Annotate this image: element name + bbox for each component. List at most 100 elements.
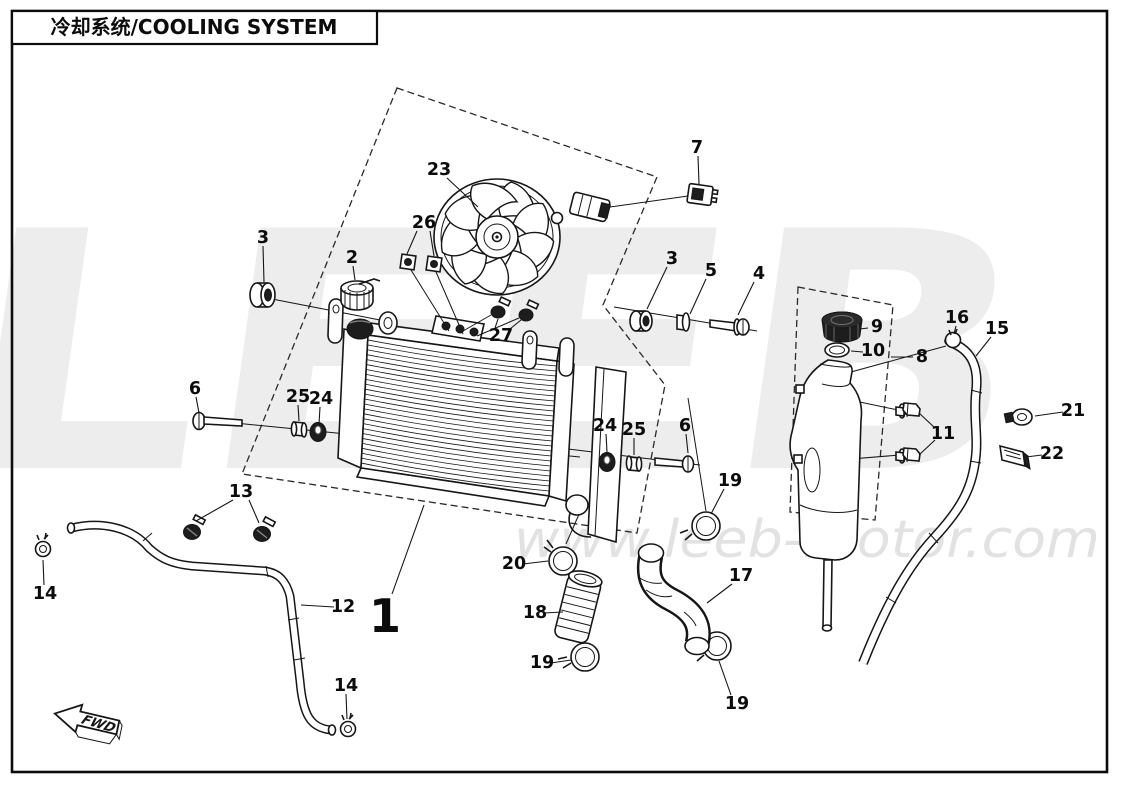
bolt-set-right — [598, 452, 695, 473]
callout-7: 7 — [691, 138, 703, 185]
svg-text:20: 20 — [502, 554, 526, 574]
callout-16: 16 — [945, 308, 969, 335]
callout-10: 10 — [850, 341, 885, 361]
hose-clamp-19a — [679, 511, 721, 541]
callout-25: 25 — [622, 420, 646, 455]
svg-text:11: 11 — [931, 424, 955, 444]
callout-25: 25 — [286, 387, 310, 422]
fwd-label: FWD — [78, 713, 118, 736]
plate-22 — [999, 444, 1031, 470]
svg-text:27: 27 — [489, 326, 513, 346]
outlet-hose — [636, 543, 711, 656]
svg-text:14: 14 — [334, 676, 358, 696]
callout-19: 19 — [530, 653, 572, 673]
grommet-left — [249, 282, 276, 308]
square-nuts — [399, 253, 464, 335]
callout-5: 5 — [689, 261, 717, 315]
callout-2: 2 — [346, 248, 358, 281]
svg-text:6: 6 — [189, 379, 201, 399]
tank-screws — [895, 402, 921, 464]
callout-11: 11 — [918, 412, 955, 456]
callout-22: 22 — [1025, 444, 1064, 464]
callout-9: 9 — [859, 317, 883, 337]
svg-text:24: 24 — [309, 389, 333, 409]
callout-14: 14 — [33, 559, 57, 604]
spring-clamp-16 — [944, 328, 962, 349]
svg-text:21: 21 — [1061, 401, 1085, 421]
bracket-screws — [462, 296, 540, 337]
hose-clip-14b — [339, 712, 357, 738]
svg-text:25: 25 — [286, 387, 310, 407]
svg-text:10: 10 — [861, 341, 885, 361]
callout-13: 13 — [195, 482, 260, 524]
inlet-hose — [554, 570, 603, 644]
svg-text:22: 22 — [1040, 444, 1064, 464]
reservoir-tank — [789, 359, 863, 632]
svg-text:17: 17 — [729, 566, 753, 586]
callout-6: 6 — [679, 416, 691, 454]
callout-21: 21 — [1034, 401, 1085, 421]
svg-text:1: 1 — [369, 589, 401, 643]
callout-19: 19 — [710, 471, 742, 515]
callout-15: 15 — [975, 319, 1009, 357]
svg-text:12: 12 — [331, 597, 355, 617]
svg-text:8: 8 — [916, 347, 928, 367]
svg-text:18: 18 — [523, 603, 547, 623]
cooling-fan — [429, 169, 563, 303]
callout-1: 1 — [369, 504, 425, 643]
hose-clamp-20 — [543, 539, 578, 576]
svg-text:25: 25 — [622, 420, 646, 440]
svg-text:19: 19 — [530, 653, 554, 673]
fan-motor-wire — [550, 191, 611, 225]
radiator-cap — [340, 278, 381, 311]
fan-connector — [686, 182, 719, 207]
svg-text:2: 2 — [346, 248, 358, 268]
svg-text:14: 14 — [33, 584, 57, 604]
callout-8: 8 — [891, 347, 928, 367]
svg-text:3: 3 — [666, 249, 678, 269]
grommet-washer-bolt — [629, 310, 750, 336]
svg-text:23: 23 — [427, 160, 451, 180]
clip-21 — [1003, 408, 1033, 426]
overflow-hose — [66, 520, 337, 736]
callout-6: 6 — [189, 379, 201, 414]
svg-text:24: 24 — [593, 416, 617, 436]
hose-clamp-19b — [557, 642, 600, 672]
reservoir-cap — [821, 311, 863, 343]
svg-text:5: 5 — [705, 261, 717, 281]
reservoir-boundary — [789, 286, 894, 521]
callout-19: 19 — [718, 660, 749, 714]
svg-text:16: 16 — [945, 308, 969, 328]
svg-text:13: 13 — [229, 482, 253, 502]
title-box — [10, 9, 379, 46]
hose-screw-13b — [253, 515, 277, 542]
callout-4: 4 — [737, 264, 765, 316]
fwd-arrow: FWD — [52, 703, 123, 745]
callout-14: 14 — [334, 676, 358, 720]
svg-text:26: 26 — [412, 213, 436, 233]
callout-24: 24 — [309, 389, 333, 425]
svg-text:9: 9 — [871, 317, 883, 337]
callout-3: 3 — [257, 228, 269, 283]
seal-ring — [824, 342, 850, 358]
callout-17: 17 — [706, 566, 753, 604]
svg-text:19: 19 — [725, 694, 749, 714]
callout-18: 18 — [523, 603, 564, 623]
callout-12: 12 — [300, 597, 355, 617]
page-frame: 冷却系统/COOLING SYSTEM — [10, 9, 1109, 774]
svg-text:4: 4 — [753, 264, 765, 284]
hose-clip-14a — [34, 532, 52, 558]
svg-text:15: 15 — [985, 319, 1009, 339]
callout-24: 24 — [593, 416, 617, 453]
bolt-set-left — [192, 411, 327, 442]
svg-text:7: 7 — [691, 138, 703, 158]
callout-3: 3 — [646, 249, 678, 310]
svg-text:3: 3 — [257, 228, 269, 248]
svg-text:6: 6 — [679, 416, 691, 436]
callout-23: 23 — [427, 160, 479, 208]
callout-27: 27 — [489, 318, 522, 346]
callout-20: 20 — [502, 554, 549, 574]
svg-text:19: 19 — [718, 471, 742, 491]
